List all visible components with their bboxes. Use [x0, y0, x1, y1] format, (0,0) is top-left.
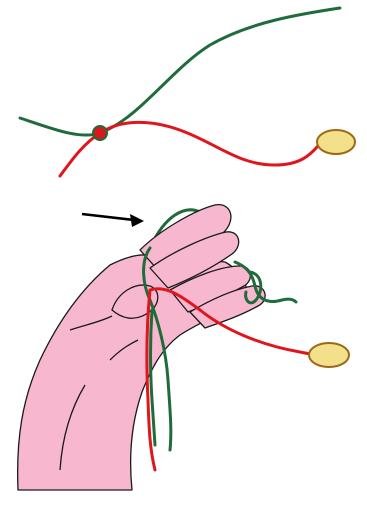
bead-icon-bottom [309, 343, 349, 367]
arrow-pointer-icon [82, 214, 144, 227]
bead-icon [317, 130, 355, 154]
knot-dot-icon [93, 126, 107, 140]
green-cord-top [20, 8, 340, 135]
hand [18, 205, 265, 490]
bottom-panel-hand-wrap [18, 205, 349, 490]
top-panel-crossing [20, 8, 355, 176]
